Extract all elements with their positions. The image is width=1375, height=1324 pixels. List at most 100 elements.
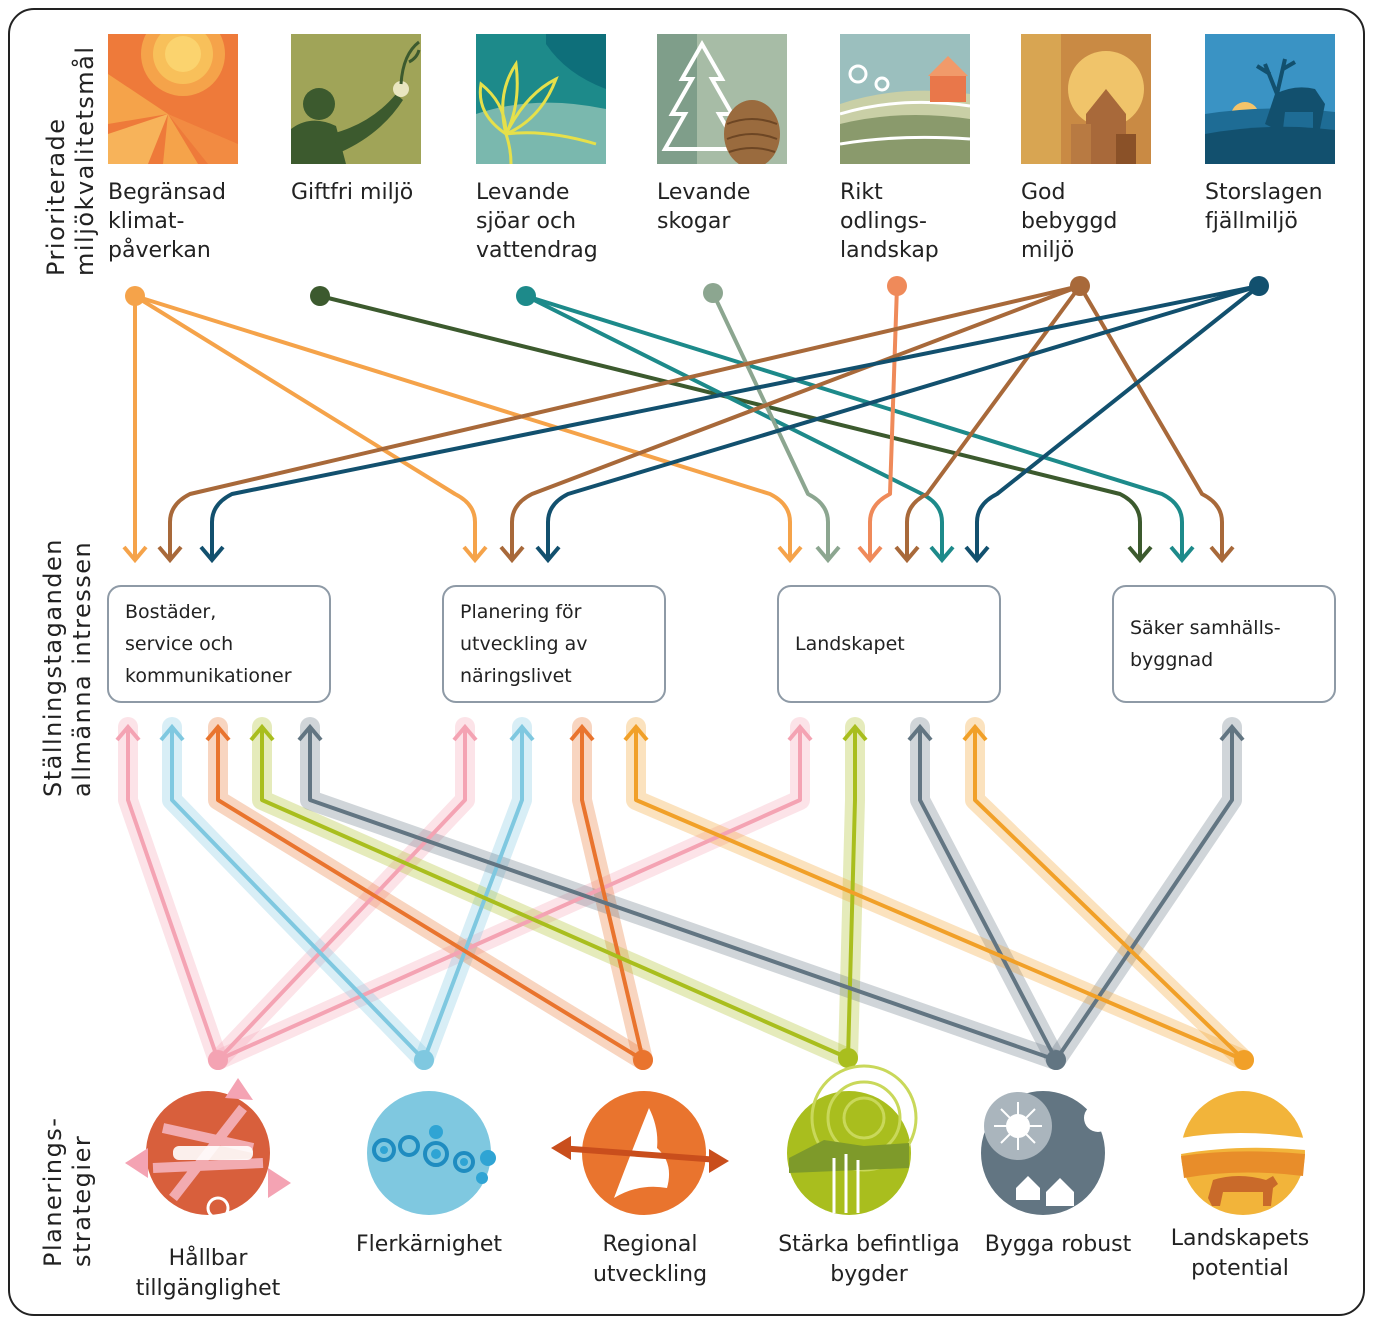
strategy-arrowhead-robust-saker	[1219, 723, 1245, 742]
goal-dot-skogar	[703, 283, 723, 303]
strategy-dot-robust	[1046, 1050, 1066, 1070]
strategy-arrowhead-regional-bostader	[205, 723, 231, 742]
goal-label-skogar: Levande skogar	[657, 180, 751, 234]
goal-arrowhead-vatten-landskapet	[929, 545, 955, 564]
strategy-link-starka-landskapet	[846, 727, 857, 1059]
strategy-dot-regional	[633, 1050, 653, 1070]
strategy-arrowhead-robust-bostader	[297, 723, 323, 742]
goal-link-fjall-bostader	[210, 284, 1260, 560]
strategy-dot-flerkarnighet	[414, 1050, 434, 1070]
strategy-dot-landskapets	[1234, 1050, 1254, 1070]
goal-arrowhead-vatten-saker	[1169, 545, 1195, 564]
strategy-label-flerkarnighet: Flerkärnighet	[356, 1232, 502, 1257]
strategy-link-robust-saker	[1054, 727, 1234, 1062]
reindeer-icon	[1205, 34, 1335, 164]
goal-dot-vatten	[516, 286, 536, 306]
water-lily-icon	[476, 34, 606, 164]
person-with-plant-icon	[291, 34, 421, 164]
goal-link-bebyggd-bostader	[168, 284, 1081, 560]
goal-arrowhead-klimat-bostader	[122, 545, 148, 564]
strategy-link-hallbar-naringsliv	[216, 727, 467, 1062]
strategy-link-regional-bostader	[216, 727, 645, 1062]
fields-wheat-icon	[784, 1064, 918, 1218]
goal-arrowhead-fjall-bostader	[199, 545, 225, 564]
strategy-link-landskapets-landskapet	[973, 727, 1246, 1062]
sun-icon	[108, 34, 238, 164]
goal-link-bebyggd-naringsliv	[510, 284, 1081, 560]
strategy-arrowhead-starka-landskapet	[842, 723, 868, 742]
goal-arrowhead-fjall-landskapet	[964, 545, 990, 564]
goal-arrowhead-klimat-naringsliv	[462, 545, 488, 564]
strategy-link-hallbar-bostader	[126, 727, 220, 1061]
strategy-arrowhead-hallbar-naringsliv	[452, 723, 478, 742]
strategy-link-flerkarnighet-naringsliv	[422, 727, 524, 1061]
strategy-label-robust: Bygga robust	[984, 1232, 1132, 1257]
robust-houses-icon	[978, 1088, 1112, 1218]
goal-label-vatten: Levande sjöar och vattendrag	[476, 180, 598, 263]
goal-label-klimat: Begränsad klimat- påverkan	[108, 180, 226, 263]
goal-dot-bebyggd	[1070, 276, 1090, 296]
strategy-link-landskapets-naringsliv	[634, 727, 1245, 1062]
strategy-label-landskapets: Landskapets potential	[1170, 1226, 1310, 1281]
interest-box-bostader: Bostäder, service och kommunikationer	[107, 585, 331, 703]
goal-arrowhead-fjall-naringsliv	[535, 545, 561, 564]
strategy-arrowhead-hallbar-bostader	[115, 723, 141, 742]
goal-link-giftfri-saker	[319, 294, 1142, 560]
strategy-arrowhead-robust-landskapet	[907, 723, 933, 742]
strategy-link-flerkarnighet-bostader	[170, 727, 426, 1062]
circles-network-icon	[364, 1088, 496, 1218]
goal-link-odling-landskapet	[868, 285, 899, 560]
goal-link-klimat-landskapet	[134, 294, 792, 560]
goal-label-bebyggd: God bebyggd miljö	[1021, 180, 1118, 263]
strategy-link-robust-bostader	[308, 727, 1057, 1062]
strategy-link-halo-robust-bostader	[300, 717, 1066, 1070]
goal-label-giftfri: Giftfri miljö	[291, 180, 414, 205]
spruce-cone-icon	[657, 34, 787, 164]
strategy-arrowhead-flerkarnighet-bostader	[159, 723, 185, 742]
strategy-arrowhead-regional-naringsliv	[569, 723, 595, 742]
goal-dot-klimat	[125, 286, 145, 306]
interest-box-landskapet: Landskapet	[777, 585, 1001, 703]
goal-arrowhead-giftfri-saker	[1127, 545, 1153, 564]
goal-link-skogar-landskapet	[711, 292, 830, 560]
goal-link-fjall-naringsliv	[546, 284, 1260, 560]
goal-label-fjall: Storslagen fjällmiljö	[1205, 180, 1323, 234]
strategy-arrowhead-flerkarnighet-naringsliv	[509, 723, 535, 742]
goal-link-vatten-saker	[525, 294, 1184, 560]
goal-arrowhead-skogar-landskapet	[815, 545, 841, 564]
interest-box-naringsliv: Planering för utveckling av näringslivet	[442, 585, 666, 703]
goal-arrowhead-bebyggd-bostader	[157, 545, 183, 564]
interest-box-saker: Säker samhälls- byggnad	[1112, 585, 1336, 703]
strategy-label-starka: Stärka befintliga bygder	[778, 1232, 960, 1287]
goal-label-odling: Rikt odlings- landskap	[840, 180, 939, 263]
strategy-arrowhead-landskapets-landskapet	[962, 723, 988, 742]
buildings-icon	[1021, 34, 1151, 164]
goal-dot-giftfri	[310, 286, 330, 306]
goal-arrowhead-bebyggd-naringsliv	[499, 545, 525, 564]
cow-landscape-icon	[1178, 1088, 1308, 1218]
strategy-dot-hallbar	[208, 1050, 228, 1070]
strategy-label-regional: Regional utveckling	[592, 1232, 708, 1287]
goal-link-bebyggd-landskapet	[905, 284, 1082, 560]
goal-link-fjall-landskapet	[975, 284, 1261, 560]
strategy-link-hallbar-landskapet	[217, 727, 802, 1062]
transport-arrows-icon	[125, 1078, 291, 1220]
strategy-arrowhead-landskapets-naringsliv	[623, 723, 649, 742]
goal-arrowhead-bebyggd-landskapet	[894, 545, 920, 564]
diagram-frame	[8, 8, 1365, 1316]
strategy-arrowhead-starka-bostader	[249, 723, 275, 742]
goal-arrowhead-bebyggd-saker	[1209, 545, 1235, 564]
strategy-dot-starka	[838, 1048, 858, 1068]
strategy-link-robust-landskapet	[918, 727, 1058, 1061]
strategy-link-regional-naringsliv	[580, 727, 645, 1061]
goal-dot-fjall	[1249, 276, 1269, 296]
goal-arrowhead-odling-landskapet	[857, 545, 883, 564]
goal-arrowhead-klimat-landskapet	[777, 545, 803, 564]
strategy-link-starka-bostader	[260, 727, 849, 1060]
goal-dot-odling	[887, 276, 907, 296]
goal-link-bebyggd-saker	[1078, 284, 1224, 560]
strategy-arrowhead-hallbar-landskapet	[787, 723, 813, 742]
goal-link-klimat-naringsliv	[133, 294, 477, 560]
region-map-icon	[551, 1088, 729, 1218]
